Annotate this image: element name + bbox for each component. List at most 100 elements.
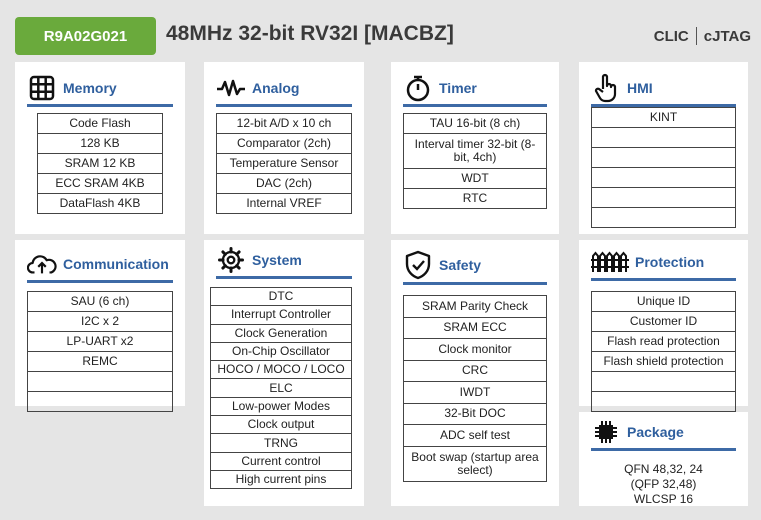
- system-title: System: [252, 252, 302, 268]
- list-item: ELC: [211, 379, 351, 398]
- list-item: [592, 208, 735, 227]
- list-item: [592, 392, 735, 411]
- list-item: Flash read protection: [592, 332, 735, 352]
- protection-title: Protection: [635, 254, 705, 270]
- list-item: 32-Bit DOC: [404, 404, 546, 425]
- list-item: [592, 188, 735, 208]
- list-item: Temperature Sensor: [217, 154, 351, 174]
- list-item: [28, 372, 172, 392]
- grid-icon: [27, 73, 57, 103]
- safety-header: Safety: [403, 248, 547, 285]
- list-item: Clock monitor: [404, 339, 546, 361]
- list-item: [592, 148, 735, 168]
- safety-title: Safety: [439, 257, 482, 273]
- analog-card: Analog 12-bit A/D x 10 ch Comparator (2c…: [204, 62, 364, 234]
- analog-list: 12-bit A/D x 10 ch Comparator (2ch) Temp…: [216, 113, 352, 214]
- memory-list: Code Flash 128 KB SRAM 12 KB ECC SRAM 4K…: [37, 113, 163, 214]
- analog-header: Analog: [216, 72, 352, 107]
- list-item: SRAM Parity Check: [404, 296, 546, 318]
- list-item: Unique ID: [592, 292, 735, 312]
- package-line: (QFP 32,48): [630, 477, 697, 491]
- timer-title: Timer: [439, 80, 477, 96]
- list-item: RTC: [462, 191, 488, 205]
- tag-divider: [695, 27, 697, 45]
- protection-list: Unique ID Customer ID Flash read protect…: [591, 291, 736, 412]
- hmi-card: HMI KINT: [579, 62, 748, 234]
- list-item: WDT: [404, 169, 546, 189]
- memory-card: Memory Code Flash 128 KB SRAM 12 KB ECC …: [15, 62, 185, 234]
- list-item: DAC (2ch): [217, 174, 351, 194]
- list-item: DTC: [211, 288, 351, 307]
- fence-icon: [591, 247, 631, 277]
- gear-icon: [216, 245, 246, 275]
- communication-list: SAU (6 ch) I2C x 2 LP-UART x2 REMC: [27, 291, 173, 412]
- list-item: Current control: [211, 453, 351, 471]
- timer-header: Timer: [403, 72, 547, 107]
- page-title: 48MHz 32-bit RV32I [MACBZ]: [166, 22, 454, 45]
- communication-header: Communication: [27, 248, 173, 283]
- list-item: TAU 16-bit (8 ch): [404, 114, 546, 134]
- waveform-icon: [216, 73, 246, 103]
- list-item: Flash shield protection: [592, 352, 735, 372]
- feature-tags: CLIC cJTAG: [654, 27, 751, 45]
- list-item: IWDT: [404, 382, 546, 404]
- list-item: Interval timer 32-bit (8-bit, 4ch): [404, 134, 546, 169]
- list-item: DataFlash 4KB: [59, 196, 141, 210]
- chip-icon: [591, 417, 621, 447]
- shield-check-icon: [403, 250, 433, 280]
- memory-header: Memory: [27, 72, 173, 107]
- hmi-header: HMI: [591, 72, 736, 107]
- timer-list: TAU 16-bit (8 ch) Interval timer 32-bit …: [403, 113, 547, 209]
- list-item: SAU (6 ch): [28, 292, 172, 312]
- list-item: REMC: [28, 352, 172, 372]
- package-card: Package QFN 48,32, 24 (QFP 32,48) WLCSP …: [579, 412, 748, 506]
- list-item: [592, 372, 735, 392]
- list-item: Clock Generation: [211, 325, 351, 343]
- cjtag-tag: cJTAG: [703, 27, 751, 45]
- list-item: Internal VREF: [246, 196, 322, 210]
- list-item: ADC self test: [404, 425, 546, 447]
- list-item: CRC: [404, 361, 546, 382]
- list-item: On-Chip Oscillator: [211, 343, 351, 362]
- safety-card: Safety SRAM Parity Check SRAM ECC Clock …: [391, 240, 559, 506]
- list-item: 12-bit A/D x 10 ch: [217, 114, 351, 134]
- hmi-title: HMI: [627, 80, 653, 96]
- list-item: Customer ID: [592, 312, 735, 332]
- stopwatch-icon: [403, 73, 433, 103]
- list-item: SRAM 12 KB: [38, 154, 162, 174]
- list-item: ECC SRAM 4KB: [38, 174, 162, 194]
- part-number-badge: R9A02G021: [15, 17, 156, 55]
- protection-header: Protection: [591, 246, 736, 281]
- list-item: Boot swap (startup area select): [411, 449, 539, 477]
- list-item: TRNG: [211, 434, 351, 453]
- list-item: [592, 128, 735, 148]
- cloud-upload-icon: [27, 249, 57, 279]
- list-item: LP-UART x2: [28, 332, 172, 352]
- list-item: [28, 392, 172, 411]
- memory-title: Memory: [63, 80, 117, 96]
- communication-title: Communication: [63, 256, 169, 272]
- safety-list: SRAM Parity Check SRAM ECC Clock monitor…: [403, 295, 547, 482]
- protection-card: Protection Unique ID Customer ID Flash r…: [579, 240, 748, 412]
- list-item: [592, 168, 735, 188]
- system-list: DTC Interrupt Controller Clock Generatio…: [210, 287, 352, 490]
- clic-tag: CLIC: [653, 27, 689, 45]
- package-line: QFN 48,32, 24: [624, 462, 703, 476]
- package-header: Package: [591, 416, 736, 451]
- package-title: Package: [627, 424, 684, 440]
- list-item: High current pins: [235, 472, 327, 487]
- list-item: Clock output: [211, 416, 351, 435]
- list-item: KINT: [592, 108, 735, 128]
- list-item: Low-power Modes: [211, 398, 351, 417]
- timer-card: Timer TAU 16-bit (8 ch) Interval timer 3…: [391, 62, 559, 234]
- communication-card: Communication SAU (6 ch) I2C x 2 LP-UART…: [15, 240, 185, 412]
- list-item: I2C x 2: [28, 312, 172, 332]
- package-line: WLCSP 16: [633, 492, 694, 506]
- hand-pointer-icon: [591, 73, 621, 103]
- analog-title: Analog: [252, 80, 300, 96]
- list-item: SRAM ECC: [404, 318, 546, 339]
- list-item: 128 KB: [38, 134, 162, 154]
- list-item: HOCO / MOCO / LOCO: [211, 361, 351, 380]
- list-item: Comparator (2ch): [217, 134, 351, 154]
- system-card: System DTC Interrupt Controller Clock Ge…: [204, 240, 364, 506]
